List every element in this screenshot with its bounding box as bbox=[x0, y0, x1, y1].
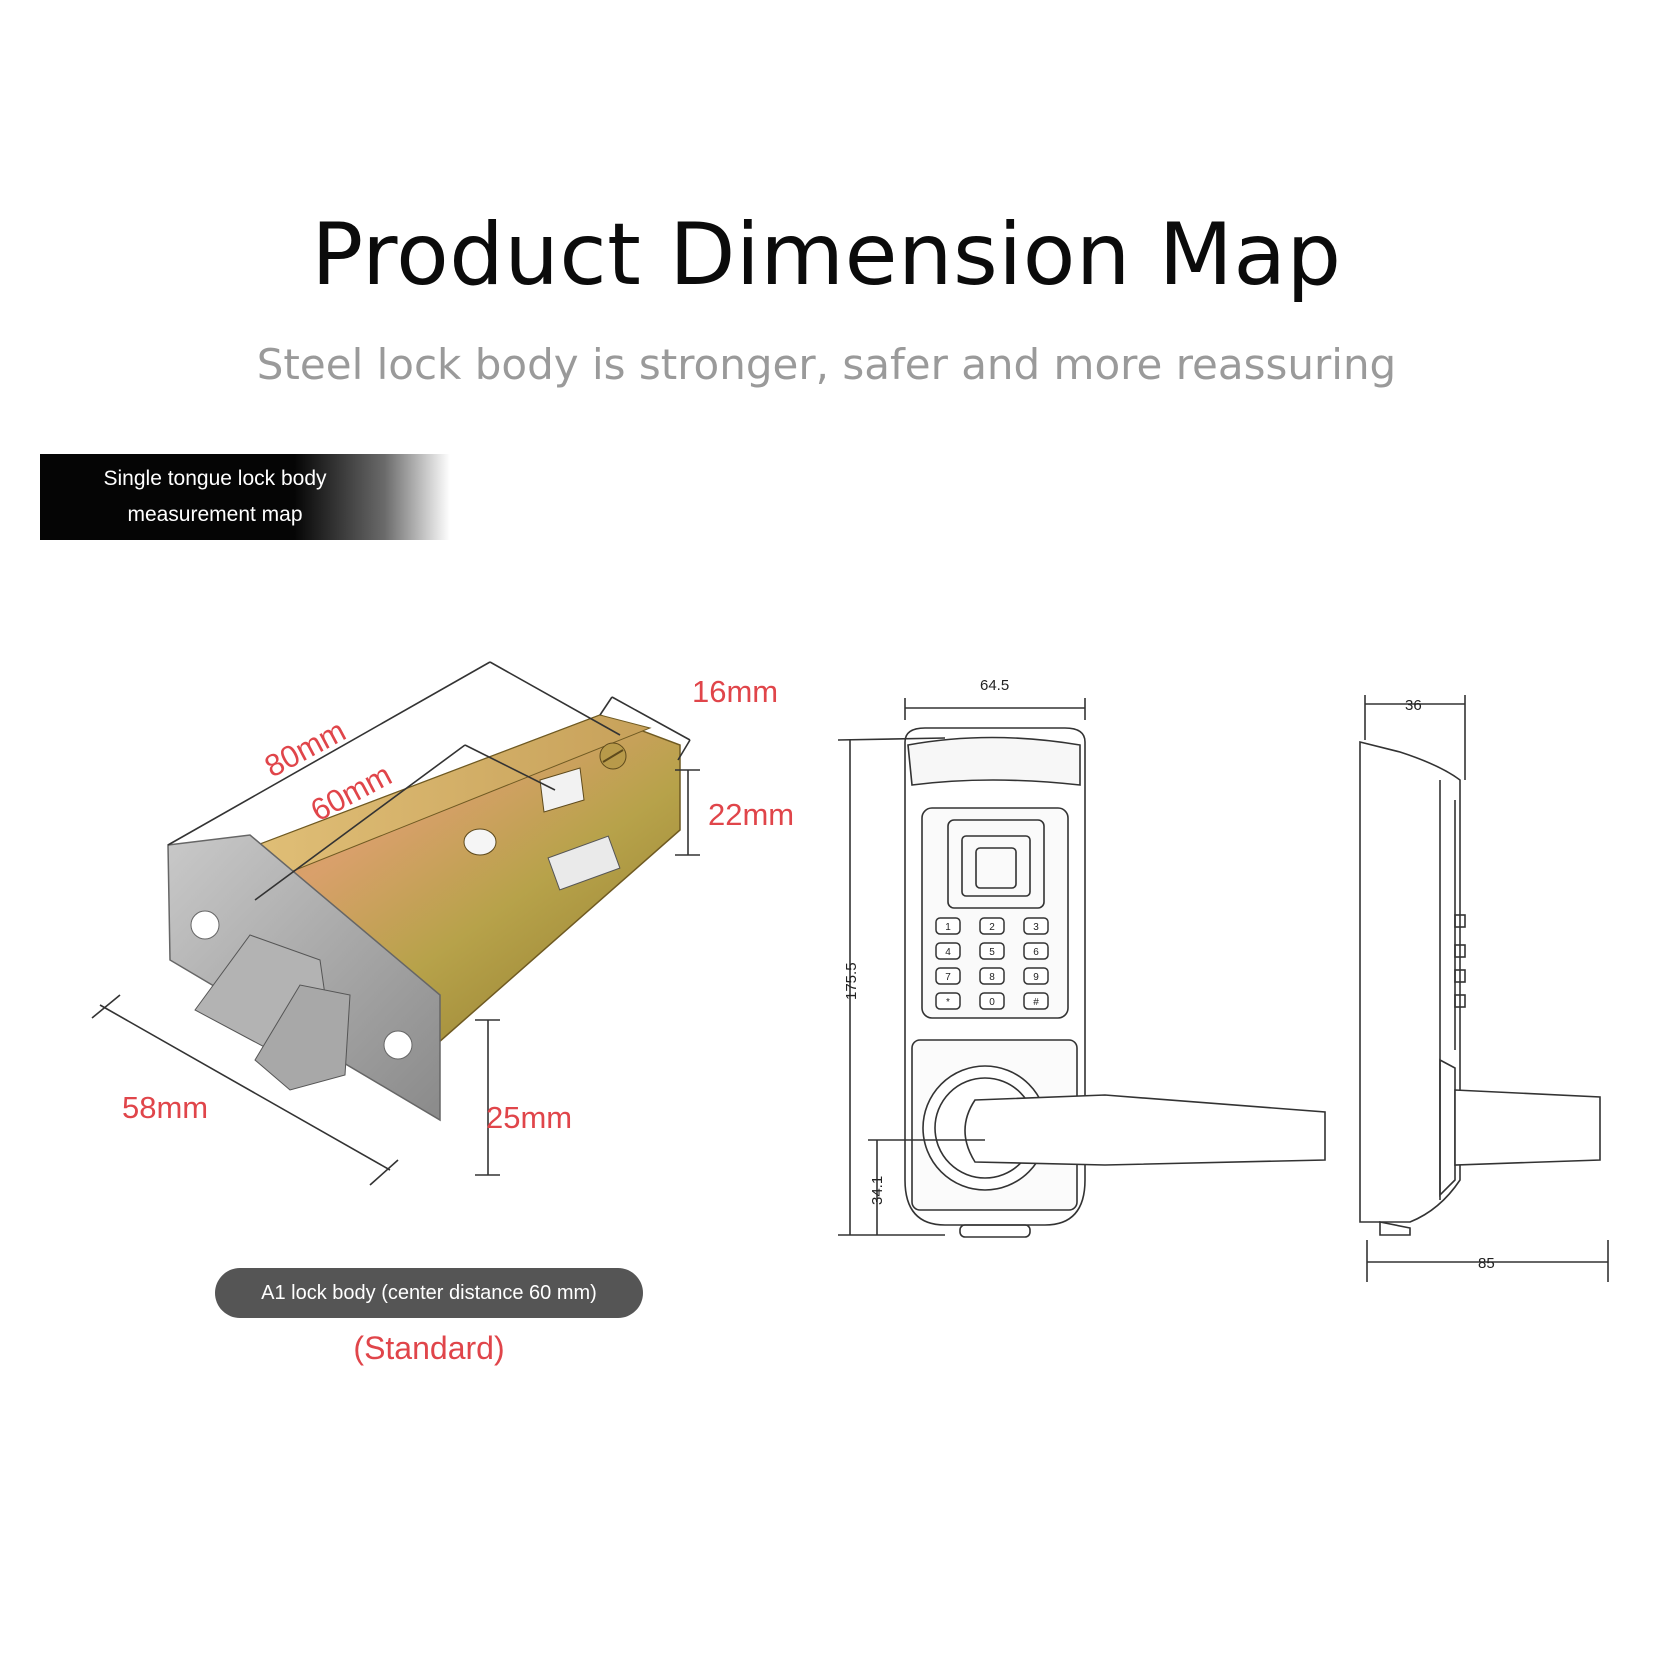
key-0: 0 bbox=[989, 997, 995, 1008]
dim-25mm-label: 25mm bbox=[486, 1100, 572, 1135]
key-5: 5 bbox=[989, 947, 995, 958]
lock-body-illustration bbox=[167, 714, 681, 1122]
dim-80mm-label: 80mm bbox=[259, 713, 351, 784]
key-2: 2 bbox=[989, 922, 995, 933]
badge-line-2: measurement map bbox=[127, 503, 303, 526]
dim-handle-center-label: 34.1 bbox=[869, 1176, 886, 1205]
dim-depth-label: 36 bbox=[1405, 697, 1422, 714]
lock-body-dim-lines bbox=[91, 661, 700, 1186]
key-3: 3 bbox=[1033, 922, 1039, 933]
dim-22mm-label: 22mm bbox=[708, 797, 794, 832]
key-8: 8 bbox=[989, 972, 995, 983]
key-hash: # bbox=[1033, 997, 1039, 1008]
key-9: 9 bbox=[1033, 972, 1039, 983]
dim-16mm-label: 16mm bbox=[692, 674, 778, 709]
section-badge: Single tongue lock body measurement map bbox=[40, 454, 450, 540]
key-6: 6 bbox=[1033, 947, 1039, 958]
dim-58mm-label: 58mm bbox=[122, 1090, 208, 1125]
dim-total-depth-label: 85 bbox=[1478, 1255, 1495, 1272]
front-view-drawing bbox=[837, 698, 1326, 1238]
keypad: 1 2 3 4 5 6 7 8 9 * 0 # bbox=[935, 917, 1049, 1010]
lock-body-caption: A1 lock body (center distance 60 mm) bbox=[215, 1268, 643, 1318]
page-subtitle: Steel lock body is stronger, safer and m… bbox=[256, 340, 1397, 389]
key-7: 7 bbox=[945, 972, 951, 983]
page-title: Product Dimension Map bbox=[311, 205, 1342, 305]
badge-line-1: Single tongue lock body bbox=[103, 467, 327, 490]
side-view-drawing bbox=[1359, 695, 1609, 1282]
dim-width-label: 64.5 bbox=[980, 677, 1009, 694]
standard-note: (Standard) bbox=[353, 1330, 505, 1366]
dim-height-label: 175.5 bbox=[843, 962, 860, 1000]
key-4: 4 bbox=[945, 947, 951, 958]
key-1: 1 bbox=[945, 922, 951, 933]
key-star: * bbox=[946, 997, 950, 1008]
